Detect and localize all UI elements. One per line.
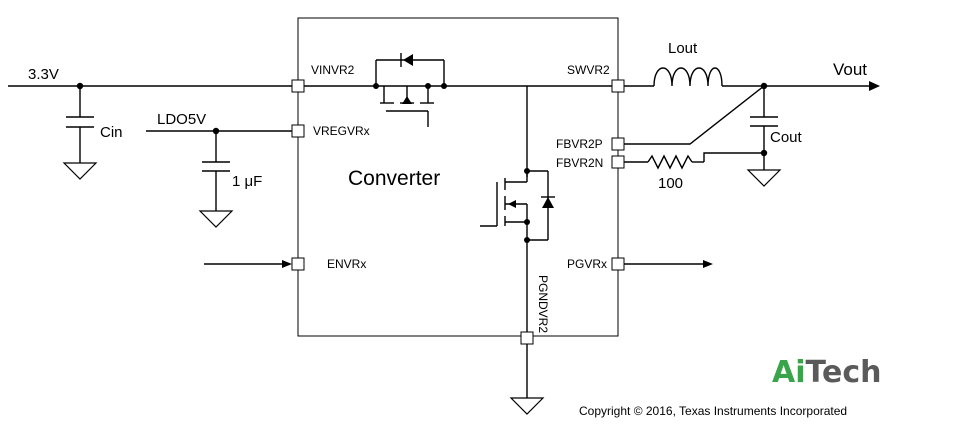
ldo-label: LDO5V [157,111,206,128]
pin-pgndvr2 [520,331,534,345]
resistor-label: 100 [658,175,683,192]
cin-label: Cin [100,124,123,141]
pin-vregvrx-label: VREGVRx [313,124,370,138]
pin-pgvrx-label: PGVRx [567,257,607,271]
aitech-logo: AiTech [772,355,881,390]
pin-envrx-label: ENVRx [327,257,366,271]
pin-fbvr2p-label: FBVR2P [556,137,603,151]
lout-label: Lout [668,40,698,57]
pin-fbvr2n [611,155,625,169]
svg-text:AiTech: AiTech [772,355,881,390]
cout-label: Cout [770,129,803,146]
logo-part1: Ai [772,355,806,390]
ldo-capacitor: 1 μF [198,131,262,228]
feedback-resistor: 100 [624,152,764,192]
enable-signal [204,260,292,268]
pin-pgvrx [611,257,625,271]
feedback-positive [624,85,765,145]
output-net: Vout [722,60,880,91]
ground-symbol [746,169,782,187]
power-good-signal [624,260,713,268]
high-side-mosfet [304,53,448,127]
copyright-notice: Copyright © 2016, Texas Instruments Inco… [579,404,847,418]
pin-vinvr2 [291,79,305,93]
logo-part2: Tech [806,355,882,390]
ground-symbol [509,397,545,415]
cin-capacitor: Cin [62,86,123,180]
pin-pgndvr2-label: PGNDVR2 [536,275,550,333]
pin-envrx [291,257,305,271]
pin-vregvrx [291,124,305,138]
pin-fbvr2p [611,137,625,151]
lout-inductor: Lout [624,40,723,87]
switch-node [448,85,612,177]
pin-swvr2 [611,79,625,93]
output-label: Vout [833,60,867,79]
cout-capacitor: Cout [746,86,803,187]
ldo-net: LDO5V [146,111,292,135]
ground-symbol [62,162,98,180]
supply-net: 3.3V [8,66,292,90]
low-side-mosfet [480,168,555,332]
converter-block [297,17,619,337]
pin-swvr2-label: SWVR2 [567,63,610,77]
pin-fbvr2n-label: FBVR2N [556,156,603,170]
ldo-cap-label: 1 μF [232,173,262,190]
pin-vinvr2-label: VINVR2 [311,63,355,77]
ground-symbol [198,210,234,228]
supply-label: 3.3V [28,66,59,83]
converter-title: Converter [348,167,440,190]
